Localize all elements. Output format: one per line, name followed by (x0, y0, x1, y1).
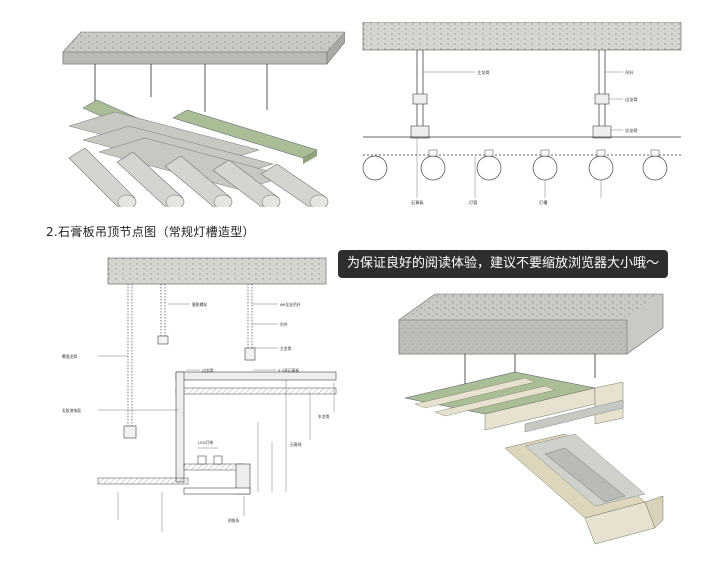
label-hanger-rod: 吊杆 (625, 69, 634, 76)
reading-tip-banner: 为保证良好的阅读体验，建议不要缩放浏览器大小哦～ (338, 250, 668, 278)
label-main-runner: 主龙骨 (477, 69, 490, 76)
label-latex-finish: 乳胶漆饰面 (62, 408, 81, 413)
tube-ceiling-section-drawing: 主龙骨 吊杆 边龙骨 次龙骨 石膏板 灯管 灯槽 (355, 22, 685, 212)
hanger-rods (416, 50, 606, 126)
label-facing-runner: 覆面龙骨 (62, 354, 77, 359)
label-corner-strip: 阴角条 (228, 518, 240, 523)
label-edge-runner: 边龙骨 (202, 368, 214, 373)
hangers (410, 93, 612, 139)
light-trough-section-drawing: 膨胀螺栓 Φ8全丝吊杆 吊件 主龙骨 覆面龙骨 边龙骨 9.5厚石膏板 木龙骨 … (58, 252, 370, 558)
label-plasterboard: 石膏板 (411, 199, 424, 206)
label-main-runner: 主龙骨 (280, 346, 292, 351)
label-edge-runner: 边龙骨 (625, 96, 638, 103)
ceiling-line (363, 136, 681, 156)
label-timber-batten: 木龙骨 (318, 414, 330, 419)
label-slot: 灯槽 (539, 199, 548, 206)
hanger-rods (94, 64, 268, 112)
ceiling-frame (404, 371, 624, 433)
label-cross-runner: 次龙骨 (625, 127, 638, 134)
ceiling-boards (97, 371, 337, 495)
label-expansion-bolt: 膨胀螺栓 (192, 302, 207, 307)
tube-sections (362, 155, 668, 181)
trough-channel (504, 433, 664, 545)
label-plaster-moulding: 石膏线 (290, 442, 302, 447)
isometric-ceiling-tubes-drawing (55, 22, 345, 207)
label-hanger: 吊件 (280, 322, 288, 327)
hanger-rods (127, 284, 253, 432)
section-title: 2.石膏板吊顶节点图（常规灯槽造型） (46, 225, 255, 239)
led-strip (197, 455, 223, 465)
concrete-slab (398, 293, 664, 355)
isometric-light-trough-drawing (395, 288, 685, 550)
light-tubes (68, 147, 329, 207)
concrete-slab (62, 31, 345, 65)
label-plasterboard: 9.5厚石膏板 (278, 368, 299, 373)
label-led-strip: LED灯带 (198, 440, 213, 445)
label-threaded-rod: Φ8全丝吊杆 (280, 302, 301, 307)
label-tube: 灯管 (469, 199, 477, 206)
